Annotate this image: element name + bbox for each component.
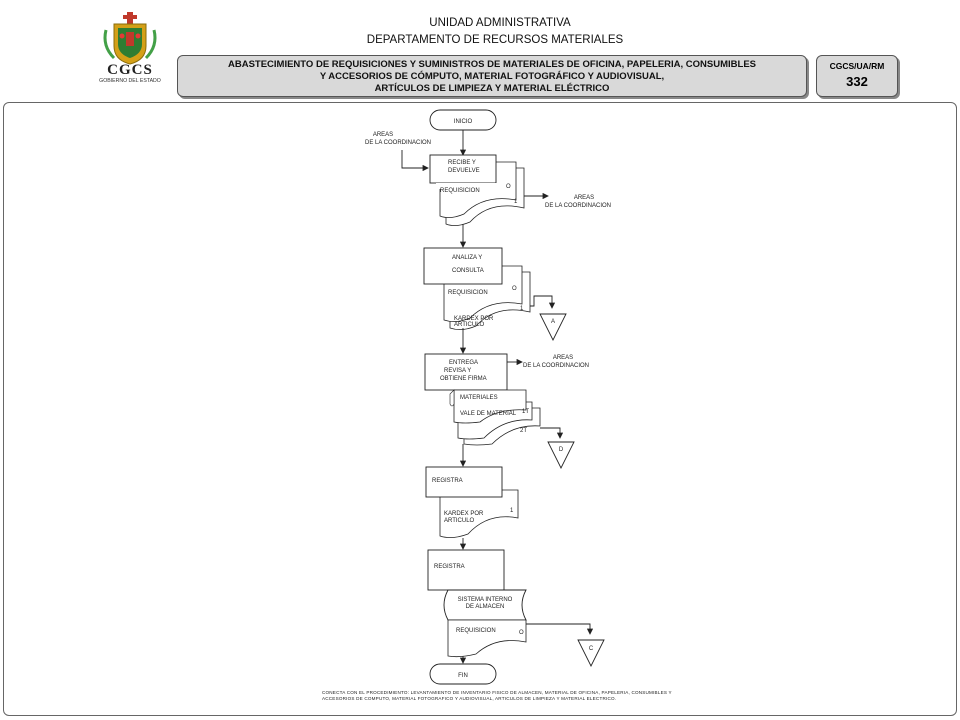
step1-doc-label: REQUISICION	[440, 188, 480, 194]
department-title: DEPARTAMENTO DE RECURSOS MATERIALES	[366, 34, 624, 46]
step3-label-1: ENTREGA	[449, 360, 478, 366]
logo-text: CGCS	[107, 62, 153, 78]
step5-label: REGISTRA	[434, 564, 465, 570]
connector-c-label: C	[589, 646, 594, 652]
step5-process-box	[427, 549, 505, 591]
step3-process-box	[424, 353, 508, 391]
connector-a	[539, 313, 567, 342]
step5-copy-o: O	[519, 630, 524, 636]
step1-target-area-2: DE LA COORDINACION	[545, 203, 611, 209]
step4-doc	[439, 489, 519, 538]
procedure-title-banner: ABASTECIMIENTO DE REQUISICIONES Y SUMINI…	[177, 55, 807, 97]
procedure-title-line-1: ABASTECIMIENTO DE REQUISICIONES Y SUMINI…	[227, 59, 756, 70]
connector-a-label: A	[551, 319, 555, 325]
step1-doc-strip	[436, 183, 510, 189]
step3-label-2: REVISA Y	[444, 368, 471, 374]
connector-d	[547, 441, 575, 470]
step3-target-area-1: AREAS	[553, 355, 573, 361]
document-code: CGCS/UA/RM	[829, 61, 885, 71]
flowchart-frame	[3, 102, 957, 716]
procedure-title-line-3: ARTÍCULOS DE LIMPIEZA Y MATERIAL ELÉCTRI…	[374, 83, 610, 94]
source-area-arrow	[401, 150, 429, 172]
end-terminator	[429, 663, 497, 685]
footnote-line-1: CONECTA CON EL PROCEDIMIENTO: LEVANTAMIE…	[322, 690, 672, 695]
step-entrega: ENTREGA REVISA Y OBTIENE FIRMA MATERIALE…	[424, 353, 541, 446]
step4-doc-label-2: ARTICULO	[444, 518, 475, 524]
document-code-box: CGCS/UA/RM 332	[816, 55, 898, 97]
step4-copy-1: 1	[510, 508, 514, 514]
step5-to-connector-arrow	[526, 623, 594, 635]
step2-copy-o: O	[512, 286, 517, 292]
step1-copy-1: 1	[514, 199, 518, 205]
procedure-title-line-2: Y ACCESORIOS DE CÓMPUTO, MATERIAL FOTOGR…	[319, 71, 665, 82]
step3-materials-label: MATERIALES	[460, 395, 498, 401]
footnote: CONECTA CON EL PROCEDIMIENTO: LEVANTAMIE…	[322, 690, 702, 702]
coat-of-arms-icon	[103, 12, 157, 65]
connector-c	[577, 639, 605, 668]
step1-copy-o: O	[506, 184, 511, 190]
step3-target-area-2: DE LA COORDINACION	[523, 363, 589, 369]
step4-process-box	[425, 466, 503, 498]
step2-label-2: CONSULTA	[452, 268, 484, 274]
step1-label-1: RECIBE Y	[448, 160, 476, 166]
step3-materials-fold	[449, 389, 455, 407]
step3-label-3: OBTIENE FIRMA	[440, 376, 487, 382]
government-logo: CGCS GOBIERNO DEL ESTADO	[88, 10, 172, 84]
step4-doc-label-1: KARDEX POR	[444, 511, 484, 517]
step2-process-box	[423, 247, 503, 285]
source-area-label-1: AREAS	[373, 132, 393, 138]
step-registra-sistema: REGISTRA SISTEMA INTERNO DE ALMACEN REQU…	[427, 549, 527, 658]
step-analiza: ANALIZA Y CONSULTA REQUISICION O 1 KARDE…	[423, 247, 531, 330]
step2-copy-1: 1	[520, 306, 524, 312]
end-label: FIN	[458, 673, 468, 679]
step5-storage-label-2: DE ALMACEN	[466, 604, 505, 610]
step3-vale-doc	[453, 389, 527, 424]
unit-title: UNIDAD ADMINISTRATIVA	[429, 17, 571, 29]
step-recibe: RECIBE Y DEVUELVE REQUISICION O 1	[429, 154, 525, 226]
step-registra-kardex: REGISTRA KARDEX POR ARTICULO 1	[425, 466, 519, 538]
step3-to-connector-arrow	[540, 427, 564, 439]
source-area-label-2: DE LA COORDINACION	[365, 140, 431, 146]
step3-copy-1t: 1T	[522, 409, 529, 415]
step5-doc	[447, 619, 527, 658]
step4-label: REGISTRA	[432, 478, 463, 484]
step5-doc-label: REQUISICION	[456, 628, 496, 634]
connector-d-label: D	[559, 447, 564, 453]
page-number: 332	[846, 74, 868, 89]
step2-label-1: ANALIZA Y	[452, 255, 482, 261]
step2-to-connector-arrow	[530, 295, 556, 309]
step2-doc2-label-1: KARDEX POR	[454, 316, 494, 322]
step1-label-2: DEVUELVE	[448, 168, 480, 174]
step5-storage-label-1: SISTEMA INTERNO	[458, 597, 513, 603]
footnote-line-2: ACCESORIOS DE COMPUTO, MATERIAL FOTOGRAF…	[322, 696, 617, 701]
start-label: INICIO	[454, 119, 473, 125]
step2-doc-label: REQUISICION	[448, 290, 488, 296]
step1-process-box	[429, 154, 497, 184]
logo-subtext: GOBIERNO DEL ESTADO	[99, 78, 161, 84]
step1-target-area-1: AREAS	[574, 195, 594, 201]
step3-copy-2t: 2T	[520, 428, 527, 434]
step3-doc-label: VALE DE MATERIAL	[460, 411, 517, 417]
step2-doc2-label-2: ARTICULO	[454, 322, 485, 328]
